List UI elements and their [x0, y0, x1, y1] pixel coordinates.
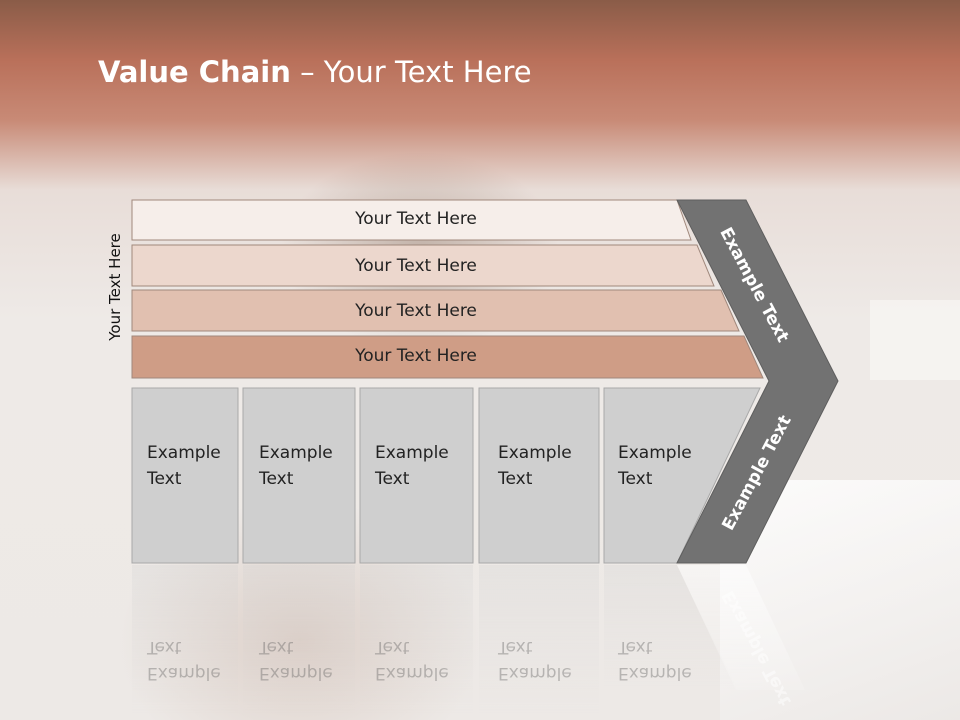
- background-highlight: [870, 300, 960, 380]
- activity-box-3[interactable]: [359, 387, 474, 564]
- title-rest: – Your Text Here: [290, 55, 532, 89]
- band-2-label: Your Text Here: [355, 256, 477, 276]
- band-4-label: Your Text Here: [355, 346, 477, 366]
- activity-box-2[interactable]: [242, 387, 356, 564]
- band-4[interactable]: [131, 335, 764, 379]
- band-3[interactable]: [131, 289, 740, 332]
- activity-box-1[interactable]: [131, 387, 239, 564]
- band-1-label: Your Text Here: [355, 209, 477, 229]
- band-1[interactable]: [131, 199, 692, 241]
- band-3-label: Your Text Here: [355, 301, 477, 321]
- title-bold: Value Chain: [98, 55, 291, 89]
- activity-box-4[interactable]: [478, 387, 600, 564]
- reflection: [132, 565, 805, 715]
- band-2[interactable]: [131, 244, 715, 287]
- slide-title[interactable]: Value Chain – Your Text Here: [98, 55, 532, 89]
- margin-chevron[interactable]: [676, 199, 839, 564]
